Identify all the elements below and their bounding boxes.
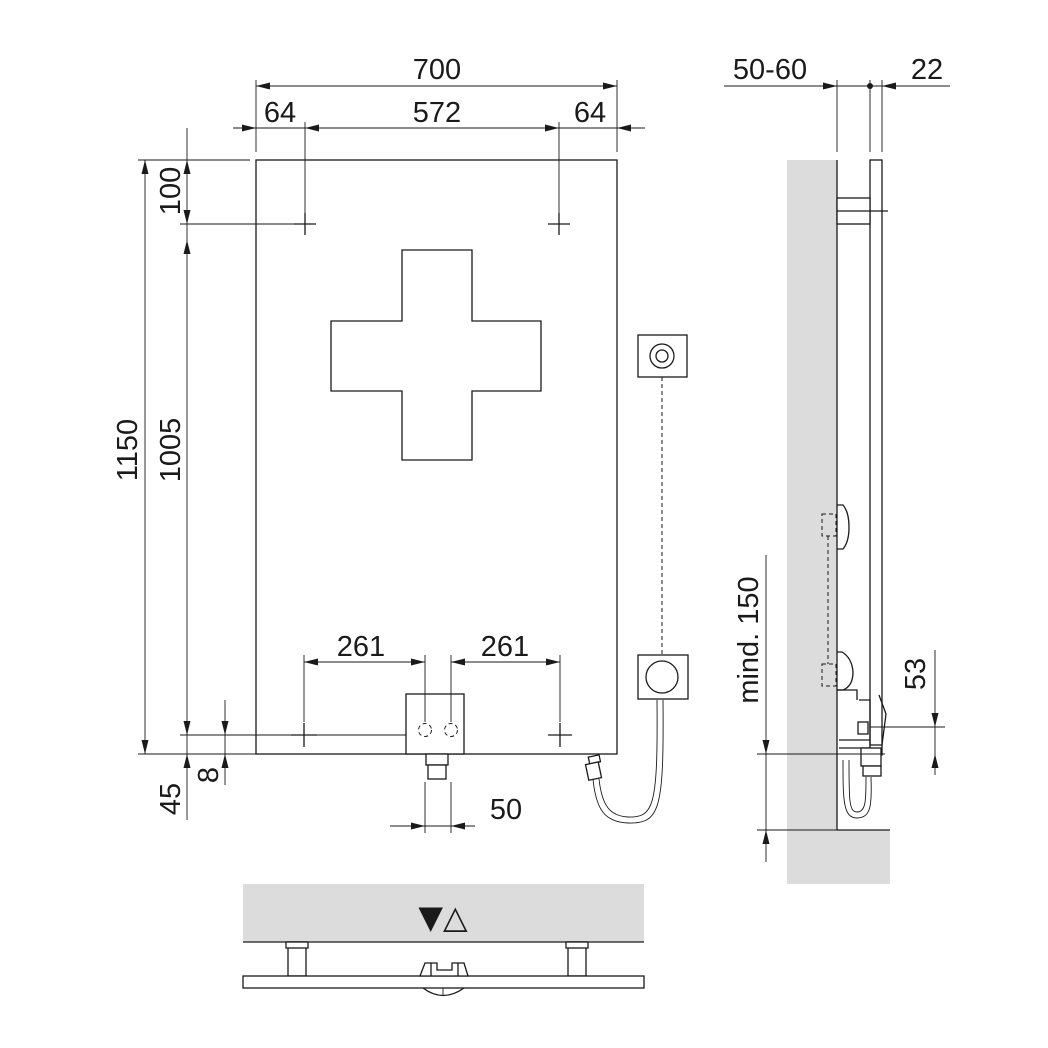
dim-min-height: mind. 150 [733,576,765,703]
dim-hole-spacing: 572 [413,97,461,129]
dim-edge-right: 64 [574,97,606,129]
dim-edge-left: 64 [264,97,296,129]
dim-bottom-offset: 45 [155,783,187,815]
plan-panel [242,975,645,989]
dim-valve-right: 261 [481,631,529,663]
dim-top-offset: 100 [155,167,187,215]
dim-hole-vertical: 1005 [155,418,187,483]
plan-wall [243,884,644,942]
dim-height-total: 1150 [112,419,144,481]
dim-valve-left: 261 [337,631,385,663]
front-view: 700 64 572 64 1150 100 1005 45 8 [112,54,689,833]
dim-panel-thickness: 22 [911,54,943,86]
dim-connection-height: 53 [900,658,932,690]
dim-bottom-small: 8 [193,767,225,783]
flow-symbols: ▼△ [418,898,468,936]
dim-width-total: 700 [413,54,461,86]
side-panel [869,159,883,756]
dim-wall-distance: 50-60 [733,54,807,86]
wall-section [787,160,890,884]
dim-pipe-spacing: 50 [490,794,522,826]
plan-view: ▼△ [242,884,645,997]
radiator-panel [255,159,618,755]
cross-cutout [330,249,542,461]
side-view: 50-60 22 mind. 150 53 [724,54,950,884]
power-cable [584,699,664,824]
valve-block [405,693,465,780]
control-socket-bottom [637,654,689,700]
mounting-marks [291,213,572,747]
control-socket-top [637,334,688,378]
